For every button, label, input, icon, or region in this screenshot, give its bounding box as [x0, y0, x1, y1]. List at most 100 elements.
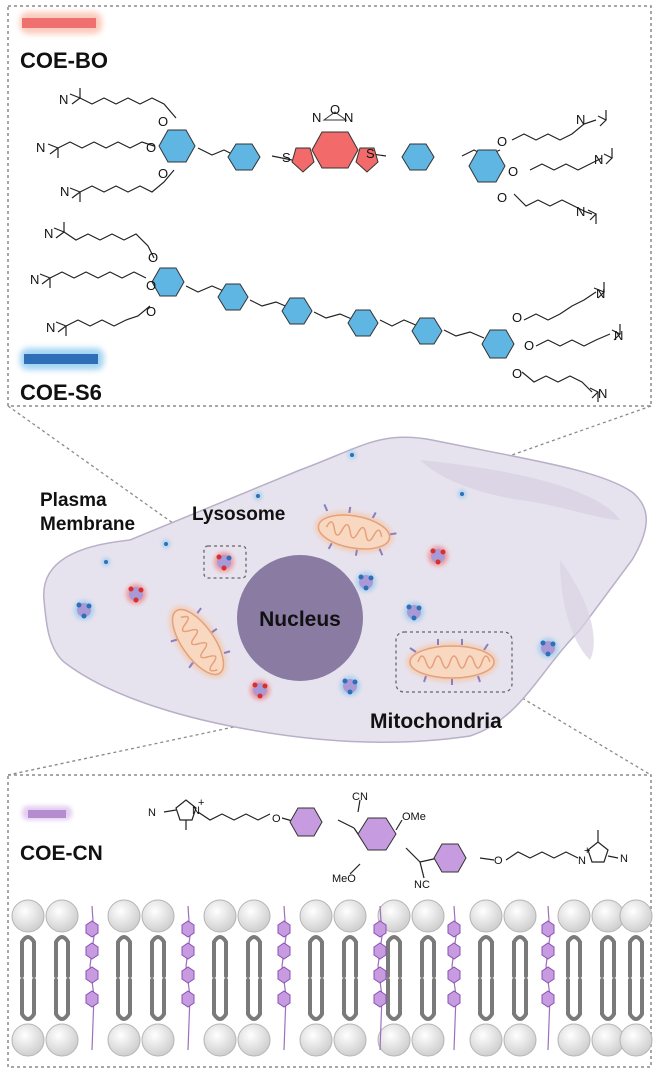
- embedded-coe-cn: [541, 905, 555, 1051]
- lipid-head: [411, 1023, 445, 1057]
- lipid-tail: [308, 935, 324, 978]
- lipid-tail: [566, 935, 582, 978]
- lipid-head: [237, 899, 271, 933]
- svg-text:CN: CN: [352, 791, 368, 803]
- svg-text:O: O: [158, 166, 168, 181]
- lipid-head: [45, 1023, 79, 1057]
- lipid-head: [591, 899, 625, 933]
- cell-fold-highlight: [420, 460, 620, 520]
- lysosome-label: Lysosome: [192, 504, 285, 525]
- coe-s6-color-bar: [24, 354, 98, 364]
- lipid-tail: [212, 935, 228, 978]
- lipid-tail: [246, 978, 262, 1021]
- lipid-head: [107, 899, 141, 933]
- lipid-tail: [628, 935, 644, 978]
- lipid-tail: [512, 978, 528, 1021]
- coe-cn-legend: COE-CN: [20, 806, 103, 865]
- svg-text:N: N: [576, 204, 585, 219]
- lipid-tail: [212, 978, 228, 1021]
- coe-bo-rings: [158, 111, 506, 183]
- embedded-coe-cn: [447, 905, 461, 1051]
- coe-bo-color-bar: [22, 18, 96, 28]
- svg-text:S: S: [366, 146, 375, 161]
- lipid-head: [619, 899, 653, 933]
- embedded-coe-cn: [181, 905, 195, 1051]
- lipid-tail: [20, 935, 36, 978]
- lipid-head: [11, 1023, 45, 1057]
- svg-text:S: S: [282, 150, 291, 165]
- svg-text:N: N: [36, 140, 45, 155]
- cell-illustration: Nucleus: [40, 436, 647, 744]
- plasma-membrane-label-line1: Plasma: [40, 490, 107, 511]
- lipid-tail: [308, 978, 324, 1021]
- lipid-tail: [628, 978, 644, 1021]
- svg-text:O: O: [146, 140, 156, 155]
- coe-bo-right-aryl-ring: [468, 149, 506, 183]
- lipid-head: [203, 1023, 237, 1057]
- lipid-head: [557, 899, 591, 933]
- top-panel-frame: [7, 5, 652, 407]
- coe-cn-label: COE-CN: [20, 842, 103, 865]
- lipid-tail: [54, 978, 70, 1021]
- svg-text:MeO: MeO: [332, 873, 356, 885]
- svg-text:O: O: [146, 304, 156, 319]
- lipid-tail: [600, 935, 616, 978]
- coe-bo-atom-labels: O O O N N N S S N O N O O O N N N: [36, 92, 603, 219]
- svg-text:N: N: [598, 386, 607, 401]
- mitochondrion-left: [168, 605, 231, 679]
- membrane-probes: [102, 451, 466, 566]
- lipid-tail: [342, 978, 358, 1021]
- lipid-head: [591, 1023, 625, 1057]
- lipid-tail: [478, 978, 494, 1021]
- lipid-head: [377, 1023, 411, 1057]
- svg-text:O: O: [330, 102, 340, 117]
- svg-text:N: N: [620, 853, 628, 865]
- lipid-head: [107, 1023, 141, 1057]
- lipid-tail: [150, 935, 166, 978]
- lipid-tail: [386, 978, 402, 1021]
- coe-s6-structure: [39, 222, 622, 402]
- svg-text:O: O: [497, 190, 507, 205]
- svg-text:N: N: [46, 320, 55, 335]
- lipid-tail: [478, 935, 494, 978]
- lipid-tail: [512, 935, 528, 978]
- lipid-head: [333, 899, 367, 933]
- svg-text:N: N: [59, 92, 68, 107]
- coe-bo-structure: [47, 88, 614, 224]
- svg-text:N: N: [576, 112, 585, 127]
- svg-text:O: O: [272, 813, 281, 825]
- lipid-head: [11, 899, 45, 933]
- lipid-head: [299, 899, 333, 933]
- mitochondrion-right: [406, 639, 498, 685]
- nucleus-label: Nucleus: [259, 608, 341, 631]
- svg-text:+: +: [584, 845, 590, 857]
- svg-text:N: N: [192, 805, 200, 817]
- lysosome-vesicles: [74, 546, 558, 700]
- lipid-head: [377, 899, 411, 933]
- coe-s6-label: COE-S6: [20, 380, 102, 405]
- lipid-head: [141, 899, 175, 933]
- embedded-coe-cn: [277, 905, 291, 1051]
- lipid-tail: [420, 935, 436, 978]
- lipid-tail: [566, 978, 582, 1021]
- svg-text:O: O: [158, 114, 168, 129]
- lipid-tail: [386, 935, 402, 978]
- svg-text:N: N: [148, 807, 156, 819]
- lipid-head: [503, 899, 537, 933]
- embedded-coe-cn: [373, 905, 387, 1051]
- svg-text:N: N: [596, 286, 605, 301]
- svg-text:O: O: [512, 366, 522, 381]
- lipid-head: [557, 1023, 591, 1057]
- svg-text:O: O: [512, 310, 522, 325]
- svg-text:N: N: [578, 855, 586, 867]
- lipid-tail: [116, 935, 132, 978]
- svg-text:NC: NC: [414, 879, 430, 891]
- nucleus: [237, 555, 363, 681]
- lipid-tail: [54, 935, 70, 978]
- lipid-tail: [246, 935, 262, 978]
- coe-cn-color-bar: [28, 810, 66, 818]
- svg-text:N: N: [30, 272, 39, 287]
- coe-bo-left-aryl-ring: [158, 129, 196, 163]
- lysosome-highlight-box: [203, 545, 247, 579]
